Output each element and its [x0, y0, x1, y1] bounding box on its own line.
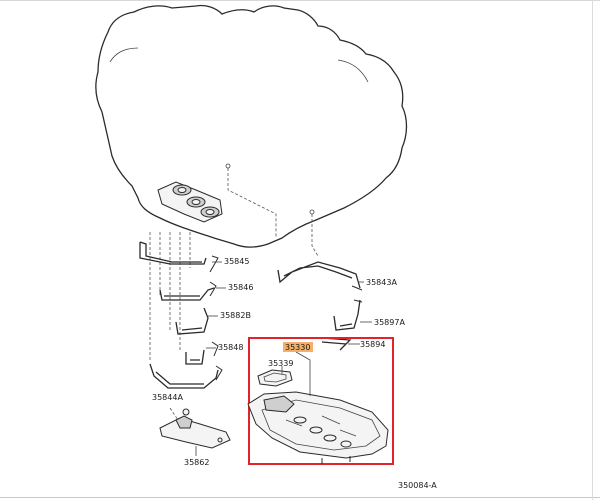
label-35897A: 35897A — [374, 318, 405, 327]
oil-pan-35330 — [247, 391, 389, 464]
tube-35844A — [149, 363, 219, 389]
leader-dash-8 — [169, 407, 179, 421]
transmission-housing — [95, 4, 408, 248]
right-border — [592, 0, 593, 500]
label-35894: 35894 — [360, 340, 385, 349]
tube-35845 — [139, 241, 207, 265]
leader-dash-1 — [227, 168, 277, 238]
label-35882B: 35882B — [220, 311, 251, 320]
tube-35846 — [159, 287, 215, 301]
housing-inner-line — [109, 47, 369, 83]
top-border — [0, 0, 600, 1]
tube-35843A — [277, 261, 361, 289]
tube-35882B — [175, 307, 209, 335]
oil-strainer-mount — [157, 181, 223, 223]
label-35843A: 35843A — [366, 278, 397, 287]
leader-35330 — [295, 351, 311, 396]
label-35339: 35339 — [268, 359, 293, 368]
gasket-35339 — [257, 369, 293, 387]
pipe-35894 — [321, 337, 352, 351]
label-35330: 35330 — [285, 343, 310, 352]
label-35844A: 35844A — [152, 393, 183, 402]
label-highlight-35330 — [283, 342, 313, 352]
label-35862: 35862 — [184, 458, 209, 467]
label-35848: 35848 — [218, 343, 243, 352]
tube-35848 — [185, 349, 205, 365]
label-35846: 35846 — [228, 283, 253, 292]
label-35845: 35845 — [224, 257, 249, 266]
bracket-35862 — [159, 408, 231, 449]
highlight-box — [248, 337, 394, 465]
leader-dash-2 — [311, 214, 319, 257]
bottom-border — [0, 497, 600, 498]
tube-35897A — [333, 299, 361, 331]
diagram-number: 350084-A — [398, 481, 437, 490]
